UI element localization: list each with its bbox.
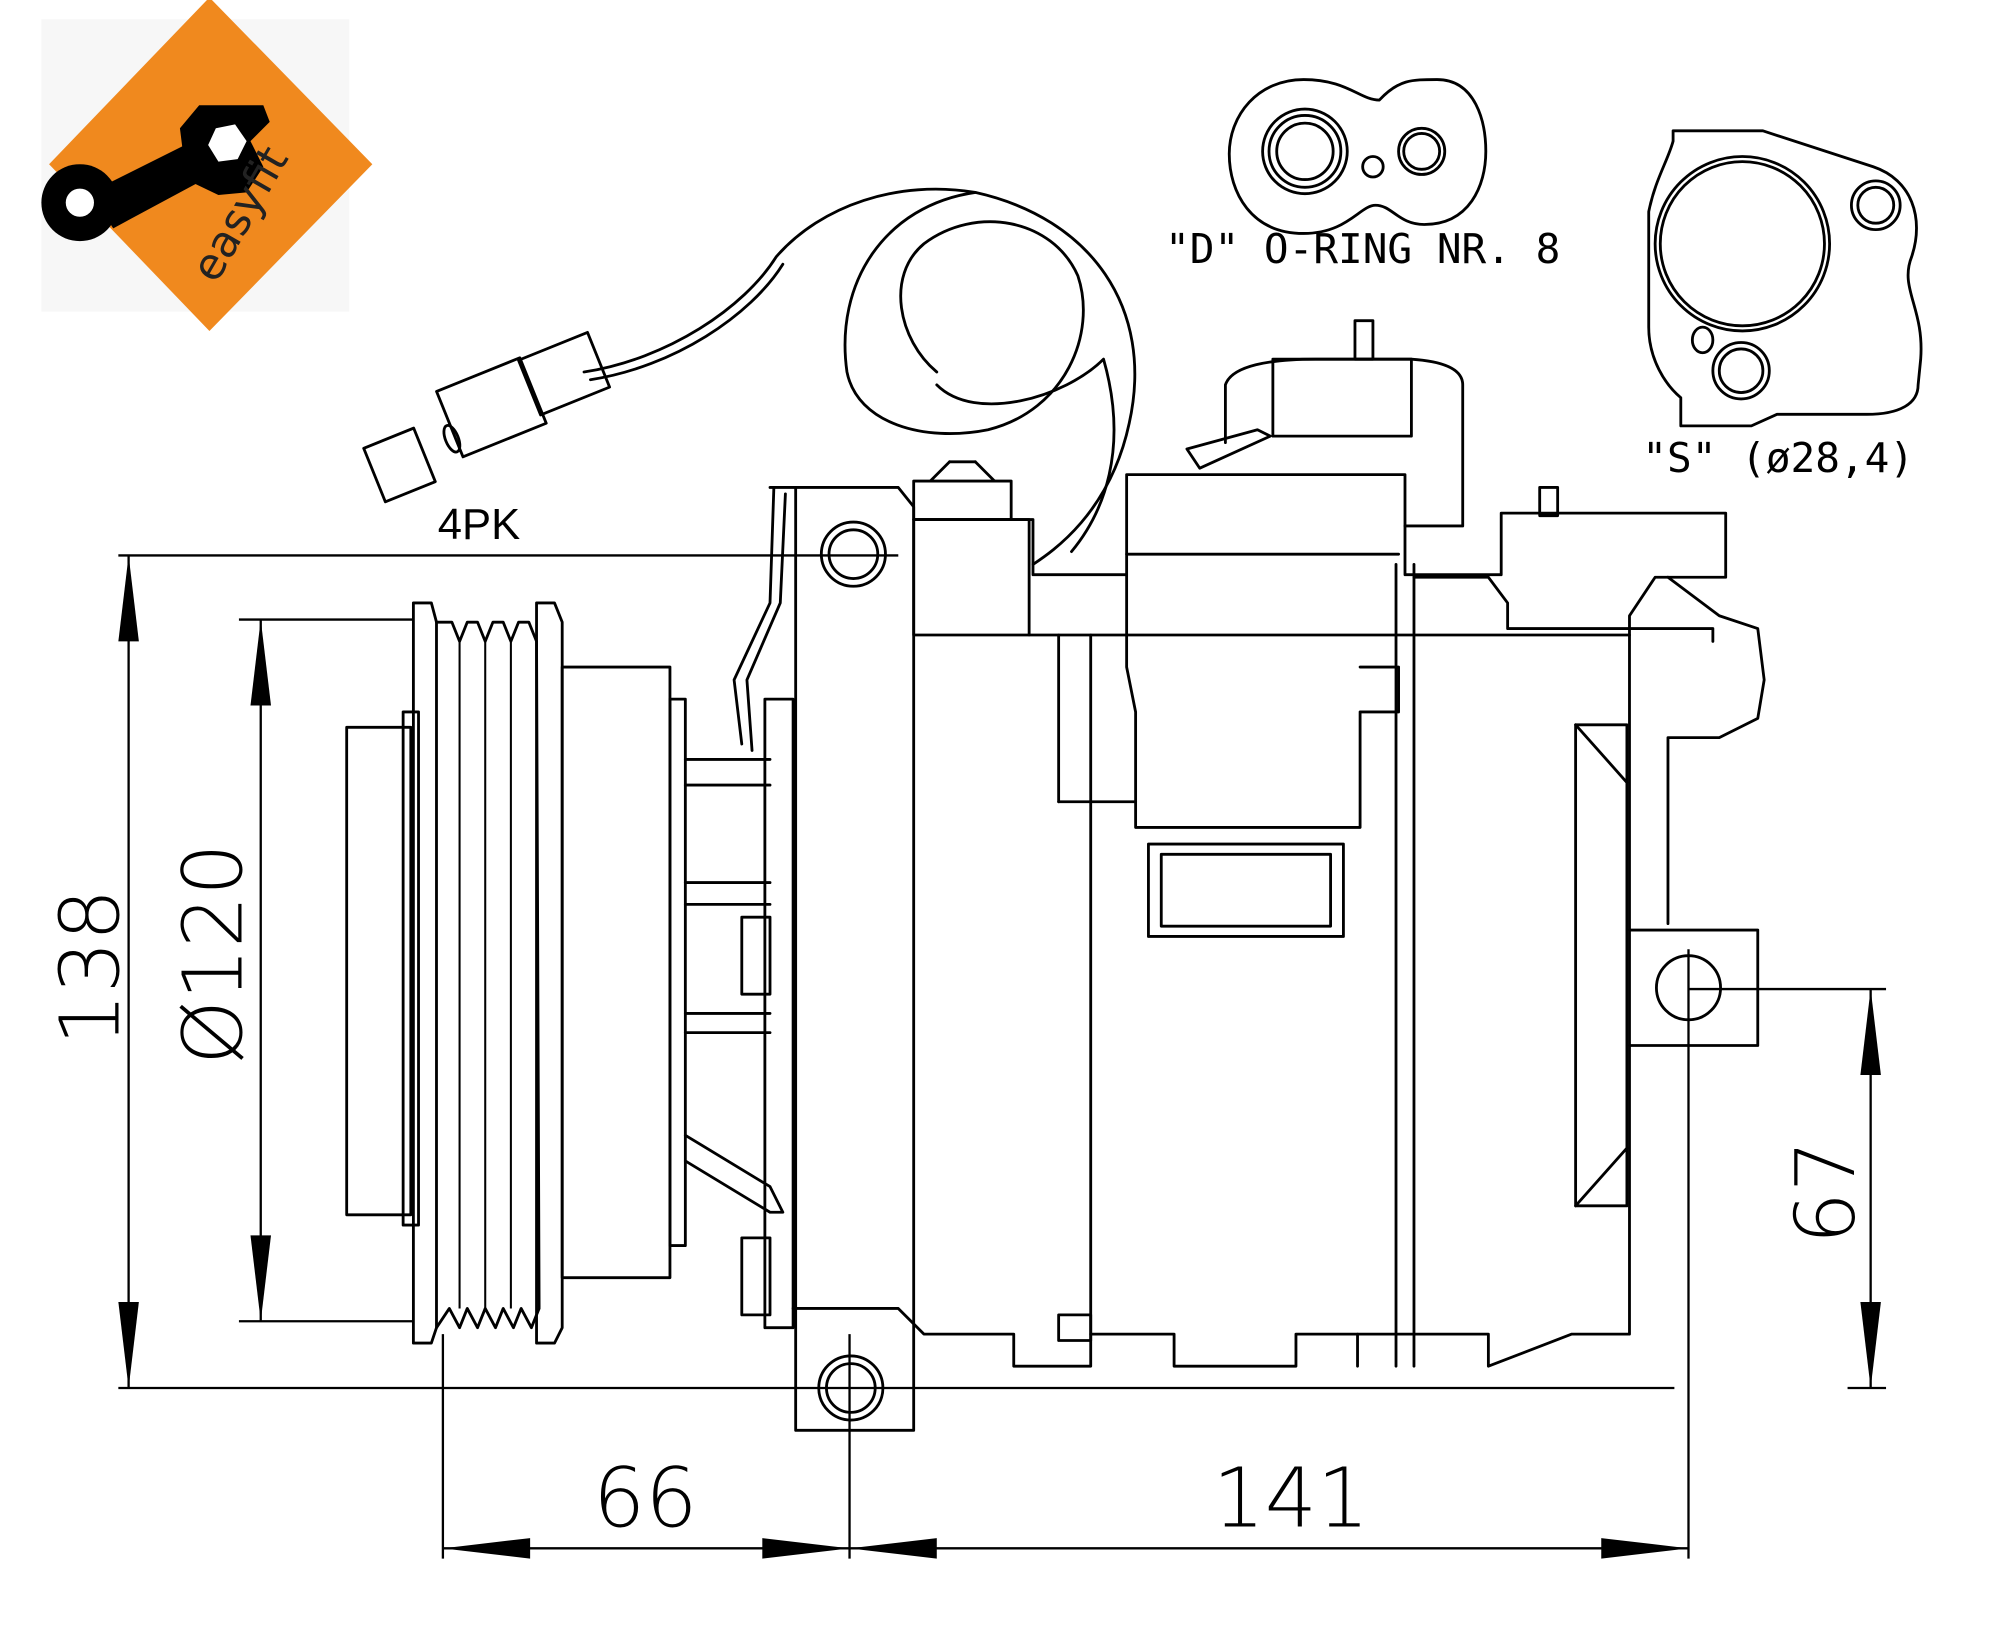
d-oring-detail: "D" O-RING NR. 8 [1165, 78, 1560, 273]
dimension-lines [118, 554, 1887, 1559]
dim-pulley-offset-66: 66 [593, 1452, 697, 1547]
dim-mount-span-141: 141 [1213, 1452, 1370, 1547]
dim-height-138: 138 [43, 889, 138, 1046]
dim-mount-height-67: 67 [1779, 1140, 1874, 1244]
electrical-connector: 4PK [362, 187, 1137, 566]
belt-label: 4PK [438, 501, 520, 549]
d-oring-label: "D" O-RING NR. 8 [1165, 225, 1560, 273]
easyfit-logo: easyfit [41, 0, 373, 331]
dim-pulley-diameter-120: Ø120 [166, 843, 261, 1064]
s-gasket-detail: "S" (ø28,4) [1642, 129, 1923, 482]
pulley [345, 601, 795, 1345]
s-gasket-label: "S" (ø28,4) [1642, 434, 1914, 482]
compressor-body [732, 319, 1766, 1432]
